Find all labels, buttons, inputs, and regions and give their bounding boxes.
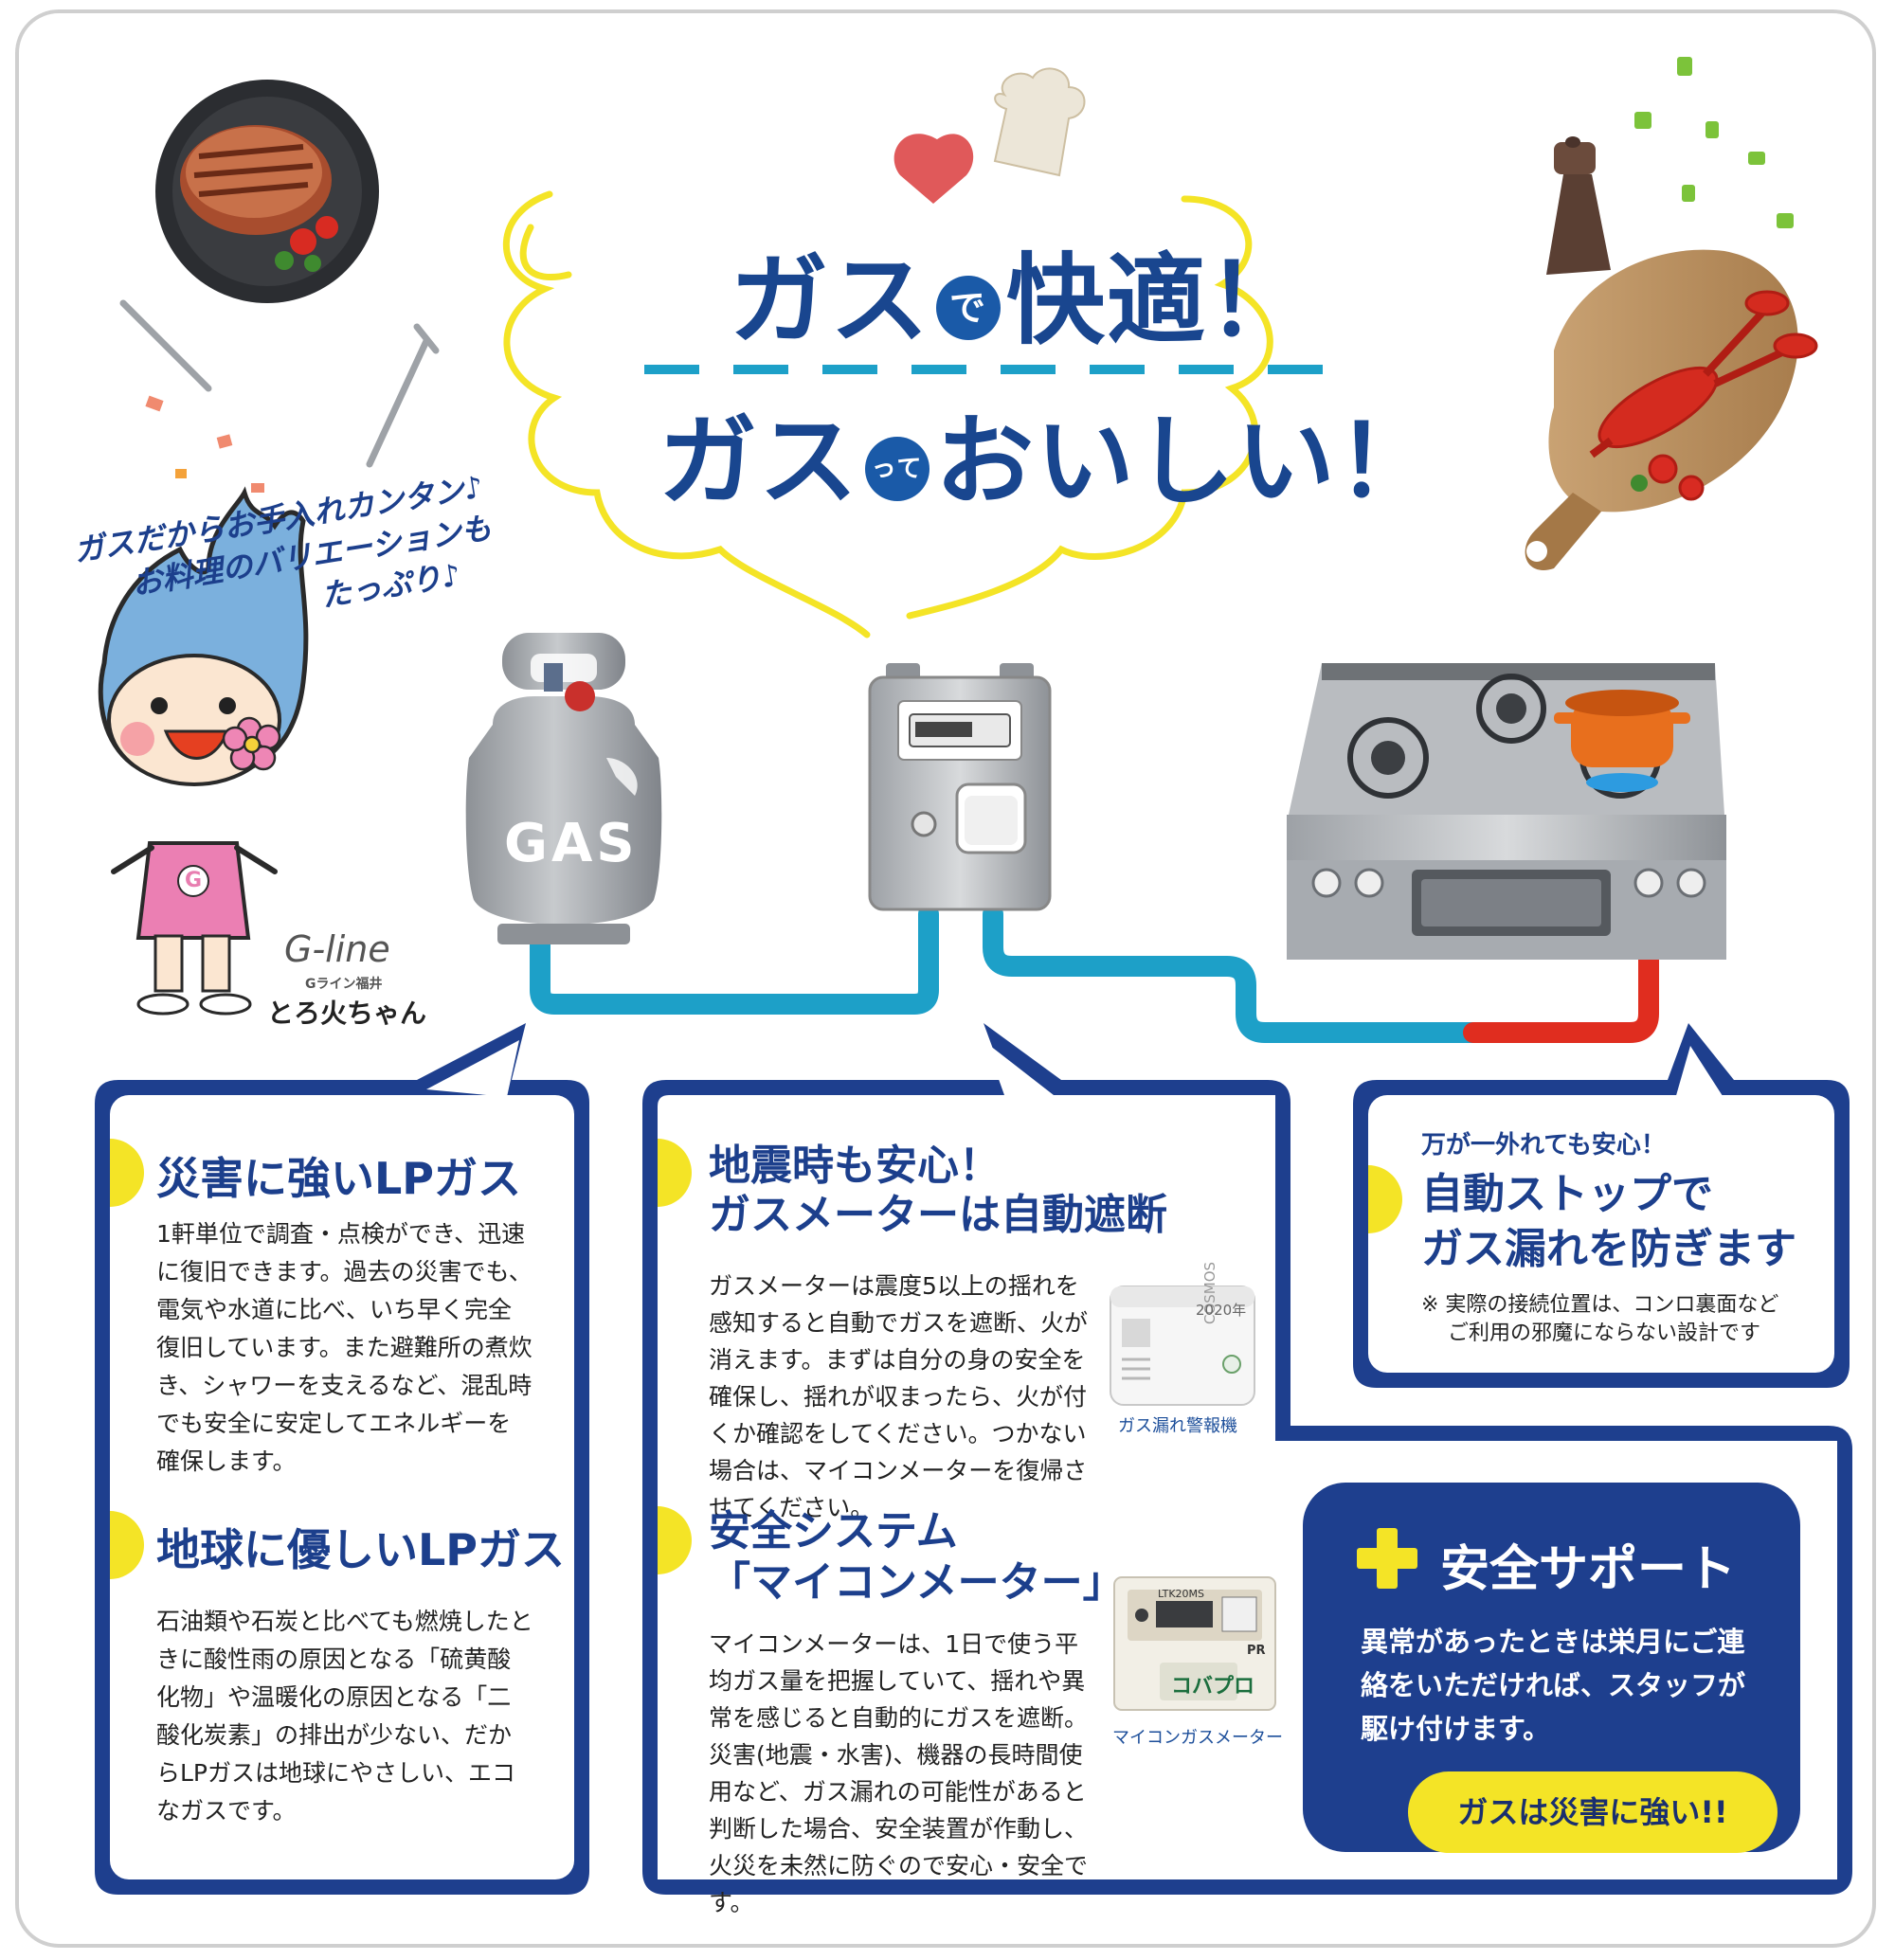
left-heading-1: 災害に強いLPガス (156, 1153, 522, 1204)
right-heading-line1: 自動ストップで (1421, 1170, 1713, 1218)
right-heading-line2: ガス漏れを防ぎます (1421, 1225, 1796, 1273)
right-kicker: 万が一外れても安心！ (1421, 1131, 1666, 1160)
gas-meter-icon (868, 663, 1052, 911)
left-heading-2: 地球に優しいLPガス (156, 1524, 566, 1575)
mascot-name: とろ火ちゃん (267, 998, 427, 1029)
gas-pipe (530, 904, 1659, 1043)
chef-hat-icon (993, 67, 1086, 177)
support-text: 異常があったときは栄月にご連絡をいただければ、スタッフが駆け付けます。 (1361, 1626, 1746, 1745)
section-markers (110, 1139, 1402, 1579)
meter-caption: マイコンガスメーター (1112, 1728, 1283, 1748)
heart-icon (893, 134, 974, 204)
lobster-icon (1589, 290, 1818, 501)
knife-icon (119, 299, 212, 392)
middle-heading-1-line2: ガスメーターは自動遮断 (709, 1191, 1167, 1239)
middle-heading-2-line1: 安全システム (709, 1507, 958, 1555)
right-heading: 自動ストップで ガス漏れを防ぎます (1421, 1167, 1796, 1277)
mascot-shirt-letter: G (185, 869, 203, 892)
gas-stove-icon (1287, 663, 1726, 960)
headline-line1-a: ガス (730, 243, 931, 358)
middle-heading-2-line2: 「マイコンメーター」 (709, 1558, 1125, 1607)
herb-confetti-icon (1634, 57, 1794, 228)
confetti-icon (145, 395, 264, 493)
left-body-1: 1軒単位で調査・点検ができ、迅速に復旧できます。過去の災害でも、電気や水道に比べ… (156, 1220, 532, 1475)
meter-brand-text: コバプロ (1171, 1675, 1255, 1699)
brand-subtitle: Gライン福井 (305, 977, 383, 992)
middle-body-2: マイコンメーターは、1日で使う平均ガス量を把握していて、揺れや異常を感じると自動… (709, 1630, 1089, 1916)
pepper-mill-icon (1546, 136, 1611, 275)
brand-logo: G-line (284, 928, 390, 970)
headline-line2-b: おいしい！ (935, 404, 1438, 519)
cylinder-label: GAS (504, 813, 639, 874)
middle-heading-1: 地震時も安心！ ガスメーターは自動遮断 (709, 1142, 1167, 1240)
middle-body-1: ガスメーターは震度5以上の揺れを感知すると自動でガスを遮断、火が消えます。まずは… (709, 1272, 1089, 1521)
plus-icon (1357, 1528, 1417, 1589)
fork-icon (366, 323, 440, 468)
meter-code-text: LTK20MS (1158, 1588, 1205, 1600)
microcomputer-meter-image (1113, 1576, 1276, 1711)
meter-mark-text: PR (1247, 1644, 1266, 1658)
headline-line2-a: ガス (659, 404, 860, 519)
headline-line1-b: 快適！ (1006, 243, 1308, 358)
headline-line1-circle: で (936, 275, 1002, 340)
left-body-2: 石油類や石炭と比べても燃焼したときに酸性雨の原因となる「硫黄酸化物」や温暖化の原… (156, 1608, 533, 1825)
headline-line2-circle: って (865, 436, 930, 501)
support-pill: ガスは災害に強い!! (1408, 1771, 1778, 1853)
steak-plate-icon (155, 80, 379, 303)
middle-heading-2: 安全システム 「マイコンメーター」 (709, 1506, 1125, 1609)
middle-heading-1-line1: 地震時も安心！ (709, 1142, 1001, 1190)
mascot-character (98, 486, 309, 1016)
right-note-line2: ご利用の邪魔にならない設計です (1448, 1322, 1761, 1345)
left-panel-frame (95, 1023, 589, 1895)
right-note-line1: ※ 実際の接続位置は、コンロ裏面など (1421, 1293, 1779, 1317)
gas-leak-alarm-image (1110, 1286, 1255, 1406)
alarm-year-text: 2020年 (1196, 1302, 1247, 1319)
right-panel-frame (1353, 1023, 1850, 1388)
alarm-caption: ガス漏れ警報機 (1118, 1416, 1237, 1436)
yellow-squiggle-cloud (502, 190, 1273, 638)
support-title: 安全サポート (1440, 1541, 1737, 1598)
headline-line1: ガスで快適！ (730, 251, 1308, 350)
gas-cylinder-icon (465, 633, 662, 944)
support-box (1303, 1483, 1800, 1852)
headline-line2: ガスっておいしい！ (659, 412, 1437, 511)
